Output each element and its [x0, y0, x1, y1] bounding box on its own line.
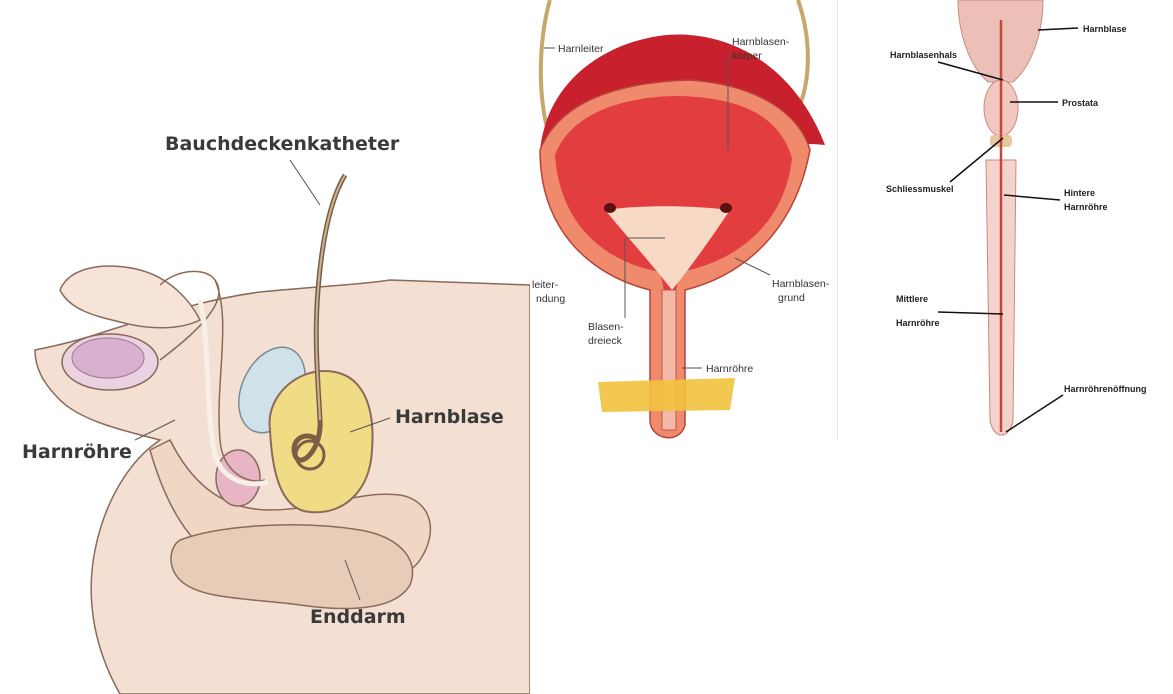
urethra-illustration: Harnblase Harnblasenhals Prostata Schlie… [838, 0, 1173, 450]
testis-inner [72, 338, 144, 378]
pelvic-floor-band [598, 378, 735, 412]
bladder-body-label-2: körper [732, 50, 762, 62]
posterior-urethra-label-2: Harnröhre [1064, 202, 1108, 212]
bladder-base-leader [735, 258, 770, 275]
bladder-base-label-1: Harnblasen- [772, 278, 830, 290]
ureter-opening-label-1: leiter- [532, 279, 559, 291]
catheter-label: Bauchdeckenkatheter [165, 133, 400, 155]
middle-urethra-label-1: Mittlere [896, 294, 928, 304]
urethra-label-mid: Harnröhre [706, 363, 753, 375]
bladder-neck-label: Harnblasenhals [890, 50, 957, 60]
middle-urethra-label-2: Harnröhre [896, 318, 940, 328]
trigone-label-1: Blasen- [588, 321, 624, 333]
posterior-urethra-label-1: Hintere [1064, 188, 1095, 198]
bladder-organ [270, 371, 373, 512]
ureter-label: Harnleiter [558, 43, 604, 55]
urethra-label: Harnröhre [22, 441, 132, 463]
catheter-leader [290, 160, 320, 205]
rectum-label: Enddarm [310, 606, 406, 628]
trigone-label-2: dreieck [588, 335, 623, 347]
ureter-opening-label-2: ndung [536, 293, 565, 305]
urethra-diagram-panel: Harnblase Harnblasenhals Prostata Schlie… [838, 0, 1173, 450]
urethra-opening-label: Harnröhrenöffnung [1064, 384, 1147, 394]
pubic-bone [60, 266, 200, 328]
prostate-label: Prostata [1062, 98, 1099, 108]
catheter-illustration: Bauchdeckenkatheter Harnröhre Harnblase … [0, 0, 530, 694]
bladder-base-label-2: grund [778, 292, 805, 304]
ureter-opening-right [720, 203, 732, 213]
bladder-diagram-panel: Harnleiter Harnblasen- körper leiter- nd… [530, 0, 838, 450]
arrow-bladder [1038, 28, 1078, 30]
ureter-opening-left [604, 203, 616, 213]
sphincter-label: Schliessmuskel [886, 184, 954, 194]
right-bladder-label: Harnblase [1083, 24, 1127, 34]
arrow-opening [1006, 395, 1063, 432]
bladder-body-label-1: Harnblasen- [732, 36, 790, 48]
bladder-illustration: Harnleiter Harnblasen- körper leiter- nd… [530, 0, 838, 450]
catheter-diagram-panel: Bauchdeckenkatheter Harnröhre Harnblase … [0, 0, 530, 694]
bladder-label: Harnblase [395, 406, 504, 428]
